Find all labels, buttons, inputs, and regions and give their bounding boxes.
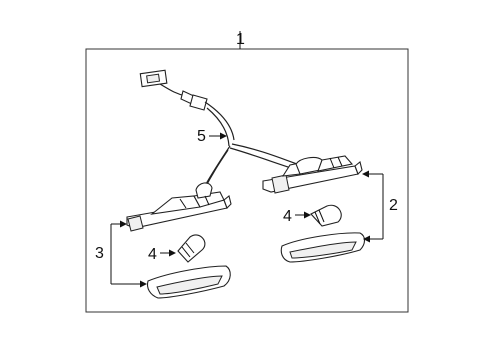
svg-text:4: 4 <box>283 208 292 225</box>
svg-text:3: 3 <box>95 245 104 262</box>
svg-text:5: 5 <box>197 128 206 145</box>
left-bulb <box>177 234 206 263</box>
right-bulb <box>310 204 342 227</box>
diagram-frame <box>85 48 409 313</box>
svg-text:4: 4 <box>148 246 157 263</box>
callout-4-left: 4 <box>148 246 176 263</box>
callout-5: 5 <box>197 128 227 145</box>
left-lamp-socket <box>126 182 232 232</box>
right-lens <box>280 232 366 263</box>
svg-text:2: 2 <box>389 197 398 214</box>
callout-2: 2 <box>362 170 398 243</box>
callout-1: 1 <box>236 31 245 49</box>
wiring-harness <box>139 69 301 191</box>
callout-4-right: 4 <box>283 208 311 225</box>
callout-3: 3 <box>95 220 147 288</box>
right-lamp-socket <box>262 155 363 194</box>
left-lens <box>146 265 231 299</box>
